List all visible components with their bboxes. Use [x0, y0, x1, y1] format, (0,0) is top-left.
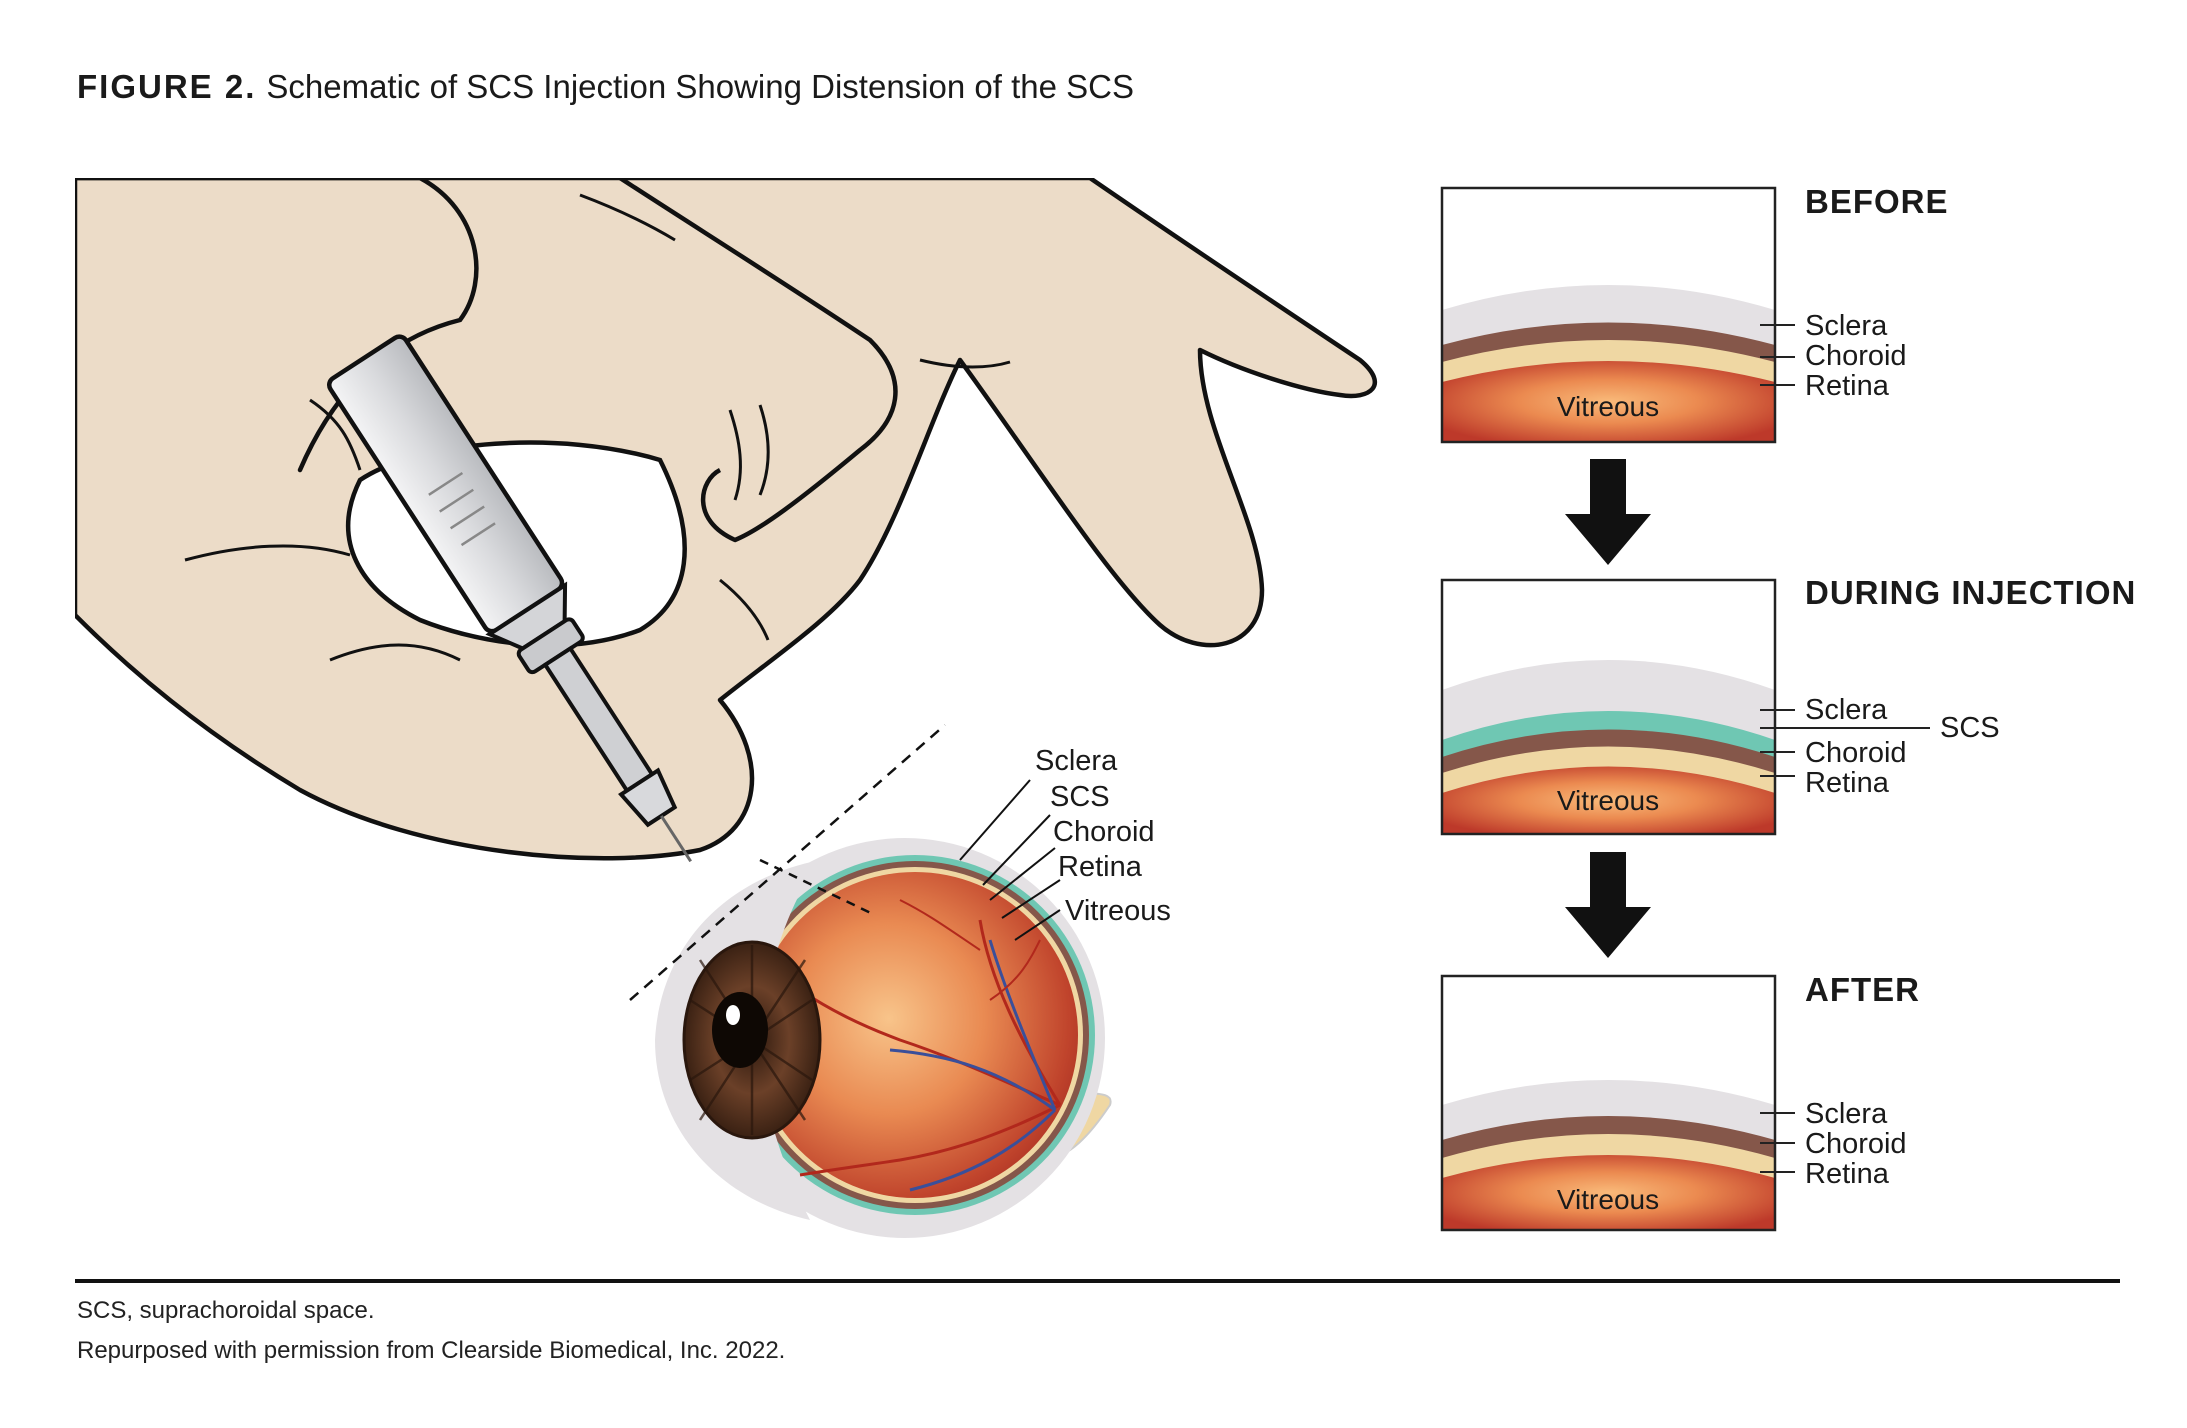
figure-number: FIGURE 2.: [77, 68, 257, 105]
panel-heading: AFTER: [1805, 971, 1920, 1008]
retinal-vessels: [799, 899, 1062, 1192]
panel-vitreous-label: Vitreous: [1557, 391, 1659, 422]
panel-label-scs: SCS: [1940, 712, 2000, 744]
panel-vitreous-label: Vitreous: [1557, 785, 1659, 816]
panel-before: Vitreous BEFORE Sclera Choroid Retina: [1440, 183, 1949, 444]
hand: [75, 178, 1377, 861]
figure-caption: Schematic of SCS Injection Showing Diste…: [266, 68, 1134, 105]
footnote-credit: Repurposed with permission from Clearsid…: [77, 1337, 786, 1364]
syringe: [327, 334, 692, 863]
crease: [728, 409, 742, 501]
panel-label-choroid: Choroid: [1805, 737, 1907, 769]
tangent-dashed-line: [629, 724, 946, 1001]
syringe-needle: [660, 815, 692, 863]
panel-label-retina: Retina: [1805, 370, 1890, 402]
panel-label-retina: Retina: [1805, 767, 1890, 799]
eye-label-vitreous: Vitreous: [1065, 895, 1171, 927]
arrow-down-icon: [1565, 852, 1651, 958]
panel-label-choroid: Choroid: [1805, 340, 1907, 372]
eye-leaders: [959, 779, 1061, 941]
eyeball: [655, 838, 1112, 1238]
crease: [184, 544, 351, 562]
crease: [719, 578, 770, 641]
eye-pupil: [712, 992, 768, 1068]
panel-heading: DURING INJECTION: [1805, 574, 2136, 611]
crease: [309, 398, 362, 471]
panel-label-sclera: Sclera: [1805, 1098, 1888, 1130]
panel-after: Vitreous AFTER Sclera Choroid Retina: [1440, 971, 1920, 1232]
panel-vitreous-label: Vitreous: [1557, 1184, 1659, 1215]
needle-path-dashed: [759, 858, 876, 917]
eye-label-choroid: Choroid: [1053, 816, 1155, 848]
crease: [919, 358, 1011, 369]
crease: [329, 643, 461, 662]
figure-title: FIGURE 2.Schematic of SCS Injection Show…: [77, 68, 1134, 106]
hand-thumb: [75, 178, 479, 473]
panel-label-retina: Retina: [1805, 1158, 1890, 1190]
panel-heading: BEFORE: [1805, 183, 1949, 220]
panel-label-sclera: Sclera: [1805, 694, 1888, 726]
arrow-down-icon: [1565, 459, 1651, 565]
crease: [579, 193, 676, 242]
panel-during-injection: Vitreous DURING INJECTION Sclera SCS Cho…: [1440, 574, 2136, 836]
hand-middle-finger: [618, 178, 898, 543]
crease: [758, 404, 770, 496]
footnote-divider: [75, 1279, 2120, 1283]
footnote-abbreviation: SCS, suprachoroidal space.: [77, 1297, 375, 1324]
eye-label-sclera: Sclera: [1035, 745, 1118, 777]
panel-label-sclera: Sclera: [1805, 310, 1888, 342]
eye-label-retina: Retina: [1058, 851, 1143, 883]
panel-label-choroid: Choroid: [1805, 1128, 1907, 1160]
eye-label-scs: SCS: [1050, 781, 1110, 813]
